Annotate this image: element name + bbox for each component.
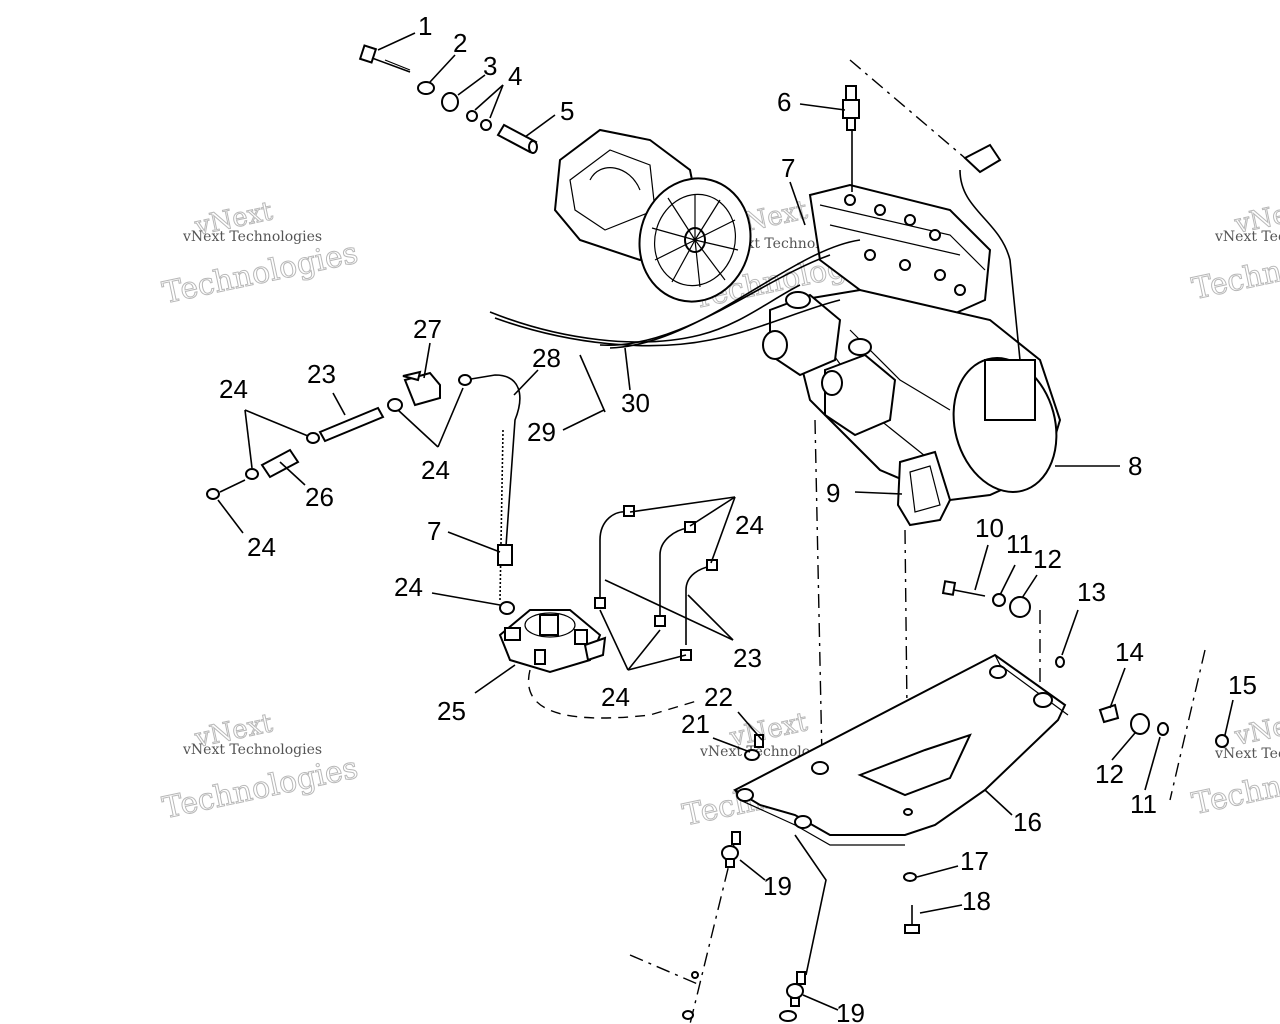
callout-14: 14: [1115, 637, 1144, 667]
rubber-isolator: [786, 971, 806, 1007]
callout-11-left: 11: [1130, 789, 1157, 819]
callout-24-e: 24: [735, 510, 764, 540]
engine-mount-plate: [732, 653, 1069, 846]
mount-bolt: [941, 580, 986, 597]
callout-22: 22: [704, 682, 733, 712]
washer: [682, 1010, 694, 1020]
callout-27: 27: [413, 314, 442, 344]
callout-11-top: 11: [1006, 529, 1033, 559]
washer: [903, 872, 917, 882]
callout-23-left: 23: [307, 359, 336, 389]
callout-5: 5: [560, 96, 574, 126]
carburetors: [762, 291, 897, 437]
plate-stud: [744, 734, 764, 761]
callout-7-hose: 7: [427, 516, 441, 546]
leader-lines: [217, 32, 1234, 1011]
callout-24-f: 24: [601, 682, 630, 712]
callout-1: 1: [418, 11, 432, 41]
callout-10: 10: [975, 513, 1004, 543]
clutch-sleeve: [496, 123, 538, 154]
spacer: [441, 92, 459, 112]
callout-19-lower: 19: [836, 998, 865, 1024]
washer: [417, 81, 435, 95]
nut: [1055, 656, 1065, 668]
callout-8: 8: [1128, 451, 1142, 481]
callout-4: 4: [508, 61, 522, 91]
alignment-line: [1169, 649, 1206, 801]
callout-16: 16: [1013, 807, 1042, 837]
callout-13: 13: [1077, 577, 1106, 607]
alignment-line: [814, 419, 823, 761]
plate-bolt: [904, 905, 920, 934]
rubber-isolator: [721, 831, 741, 868]
callout-3: 3: [483, 51, 497, 81]
o-ring: [466, 110, 478, 122]
callout-7-engine: 7: [781, 153, 795, 183]
mount-sleeve: [1098, 703, 1120, 724]
clutch-bolt: [358, 44, 411, 73]
washer: [992, 593, 1006, 607]
svg-text:Technologies: Technologies: [159, 751, 360, 827]
fuel-line-filter-assembly: [206, 406, 385, 500]
engine: [799, 143, 1062, 502]
svg-text:vNext Technologies: vNext Technologies: [182, 229, 322, 245]
svg-text:vNext Technologies: vNext Technologies: [182, 742, 322, 758]
callout-26: 26: [305, 482, 334, 512]
callout-2: 2: [453, 28, 467, 58]
alignment-line: [849, 59, 966, 159]
lock-nut: [1215, 734, 1229, 748]
callout-24-a: 24: [219, 374, 248, 404]
callout-6: 6: [777, 87, 791, 117]
callout-23-right: 23: [733, 643, 762, 673]
pin: [691, 971, 699, 979]
callout-25: 25: [437, 696, 466, 726]
callout-12-bottom: 12: [1095, 759, 1124, 789]
watermark-left-top: vNext vNext Technologies Technologies: [159, 196, 361, 312]
callout-30: 30: [621, 388, 650, 418]
o-ring: [480, 119, 492, 131]
fuel-pump: [498, 609, 701, 719]
callout-24-c: 24: [247, 532, 276, 562]
rubber-mount: [1130, 713, 1150, 735]
fuel-valve: [387, 370, 441, 412]
svg-text:Technologies: Technologies: [159, 236, 360, 312]
drive-clutch: [553, 128, 752, 303]
callout-24-b: 24: [421, 455, 450, 485]
callout-12-top: 12: [1033, 544, 1062, 574]
watermark-left-bottom: vNext vNext Technologies Technologies: [159, 708, 361, 827]
alignment-line: [629, 954, 701, 986]
rubber-mount: [1009, 596, 1031, 618]
watermark-right-top: vNext vNext Technologies Technologies: [1189, 194, 1280, 308]
callout-24-d: 24: [394, 572, 423, 602]
cable-clip: [579, 354, 606, 413]
callout-28: 28: [532, 343, 561, 373]
intake-adaptor: [896, 450, 952, 527]
callout-17: 17: [960, 846, 989, 876]
alignment-line: [794, 834, 827, 976]
fuel-hose: [458, 374, 521, 615]
svg-text:vNext Technologies: vNext Technologies: [1214, 746, 1280, 762]
watermark-right-bottom: vNext vNext Technologies Technologies: [1189, 706, 1280, 823]
spark-plug: [842, 85, 860, 131]
washer: [779, 1010, 797, 1022]
throttle-cables: [489, 239, 861, 349]
callout-29: 29: [527, 417, 556, 447]
svg-text:vNext Technologies: vNext Technologies: [1214, 229, 1280, 245]
alignment-line: [689, 839, 736, 1024]
washer: [1157, 722, 1169, 736]
callout-15: 15: [1228, 670, 1257, 700]
callout-9: 9: [826, 478, 840, 508]
callout-19-upper: 19: [763, 871, 792, 901]
callout-18: 18: [962, 886, 991, 916]
callout-21: 21: [681, 709, 710, 739]
